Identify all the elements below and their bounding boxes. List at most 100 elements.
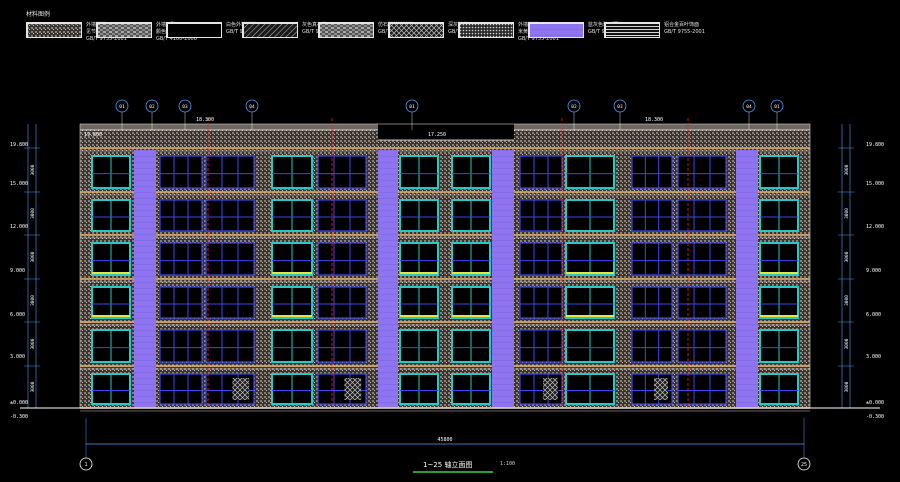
detail-callout-text: 01	[774, 104, 780, 110]
floor-level-left: 6.000	[10, 312, 25, 318]
storey-height: 3000	[844, 381, 850, 392]
window	[677, 373, 727, 405]
storey-height: 3000	[844, 208, 850, 219]
overall-dim-text: 45800	[437, 437, 452, 443]
detail-callout-text: 04	[746, 104, 752, 110]
floor-level-left: 3.000	[10, 354, 25, 360]
window	[519, 199, 563, 232]
storey-height: 3000	[844, 295, 850, 306]
legend-swatch	[388, 22, 444, 38]
legend-title: 材料图例	[26, 11, 51, 18]
window	[631, 242, 673, 276]
window	[159, 286, 203, 319]
window	[205, 155, 255, 189]
legend-swatch	[318, 22, 374, 38]
storey-height: 3000	[844, 164, 850, 175]
detail-callout-text: 02	[149, 104, 155, 110]
detail-callout	[567, 99, 581, 113]
ground-screen	[543, 378, 558, 400]
window	[677, 286, 727, 319]
detail-callout-text: 04	[249, 104, 255, 110]
detail-callout-text: 01	[409, 104, 415, 110]
window	[205, 199, 255, 232]
window	[205, 329, 255, 363]
floor-level-right: 15.000	[866, 181, 884, 187]
legend-line: 灰色真石漆	[302, 22, 328, 28]
legend-swatch	[528, 22, 584, 38]
roof-level-right: 19.800	[866, 142, 884, 148]
window	[159, 329, 203, 363]
window	[677, 199, 727, 232]
axis-bubble	[797, 457, 811, 471]
drawing-title-block: 1~25 轴立面图 1:100	[413, 460, 515, 474]
legend-line: GB/T 9755-2001	[86, 36, 127, 42]
ground-screen	[232, 378, 250, 400]
parapet-left	[80, 124, 378, 130]
window	[317, 199, 367, 232]
floor-level-right: 6.000	[866, 312, 881, 318]
window	[519, 242, 563, 276]
detail-callout-text: 01	[119, 104, 125, 110]
storey-height: 3000	[30, 381, 36, 392]
drawing-title: 1~25 轴立面图	[423, 461, 473, 469]
window	[631, 199, 673, 232]
window	[205, 242, 255, 276]
detail-callout-text: 03	[182, 104, 188, 110]
storey-height: 3000	[30, 338, 36, 349]
detail-callout-text: 02	[571, 104, 577, 110]
storey-height: 3000	[844, 251, 850, 262]
axis-bubble	[79, 457, 93, 471]
floor-level-right: 12.000	[866, 224, 884, 230]
window	[205, 286, 255, 319]
window	[159, 373, 203, 405]
legend-line: 铝合金百叶饰面	[664, 22, 700, 28]
legend-swatch	[26, 22, 82, 38]
window	[677, 155, 727, 189]
legend-swatch	[458, 22, 514, 38]
detail-callout-text: 03	[617, 104, 623, 110]
roof-elevation: 19.800	[84, 132, 102, 138]
legend-line: 米黄色	[518, 29, 534, 35]
storey-height: 3000	[30, 295, 36, 306]
window	[317, 155, 367, 189]
drawing-scale: 1:100	[500, 461, 516, 467]
legend-line: GB/T 9755-2001	[518, 36, 559, 42]
legend-swatch	[604, 22, 660, 38]
axis-bubble-text: 1	[84, 462, 87, 468]
storey-height: 3000	[30, 251, 36, 262]
legend-swatch	[242, 22, 298, 38]
floor-level-left: 9.000	[10, 268, 25, 274]
window	[159, 199, 203, 232]
window	[317, 242, 367, 276]
window	[519, 329, 563, 363]
glass-curtain-strip	[736, 150, 758, 408]
legend-line: GB/T 4100-2006	[156, 36, 197, 42]
roof-level-left: 19.800	[10, 142, 28, 148]
glass-curtain-strip	[134, 150, 156, 408]
window	[631, 329, 673, 363]
window	[519, 286, 563, 319]
detail-callout	[613, 99, 627, 113]
axis-bubble-text: 25	[801, 462, 807, 468]
detail-callout	[245, 99, 259, 113]
ground-level-right: -0.300	[866, 414, 884, 420]
window	[631, 286, 673, 319]
glass-curtain-strip	[492, 150, 514, 408]
floor-level-right: 9.000	[866, 268, 881, 274]
ground-screen	[344, 378, 362, 400]
ground-level-left: -0.300	[10, 414, 28, 420]
center-roof-elevation: 17.250	[428, 132, 446, 138]
legend-swatch	[96, 22, 152, 38]
ground-screen	[654, 378, 668, 400]
legend-swatch	[166, 22, 222, 38]
floor-level-left: 12.000	[10, 224, 28, 230]
detail-callout	[770, 99, 784, 113]
detail-callout	[145, 99, 159, 113]
storey-height: 3000	[844, 338, 850, 349]
roof-mid-elevation: 18.300	[645, 117, 663, 123]
window	[317, 329, 367, 363]
detail-callout	[405, 99, 419, 113]
floor-level-left: 15.000	[10, 181, 28, 187]
